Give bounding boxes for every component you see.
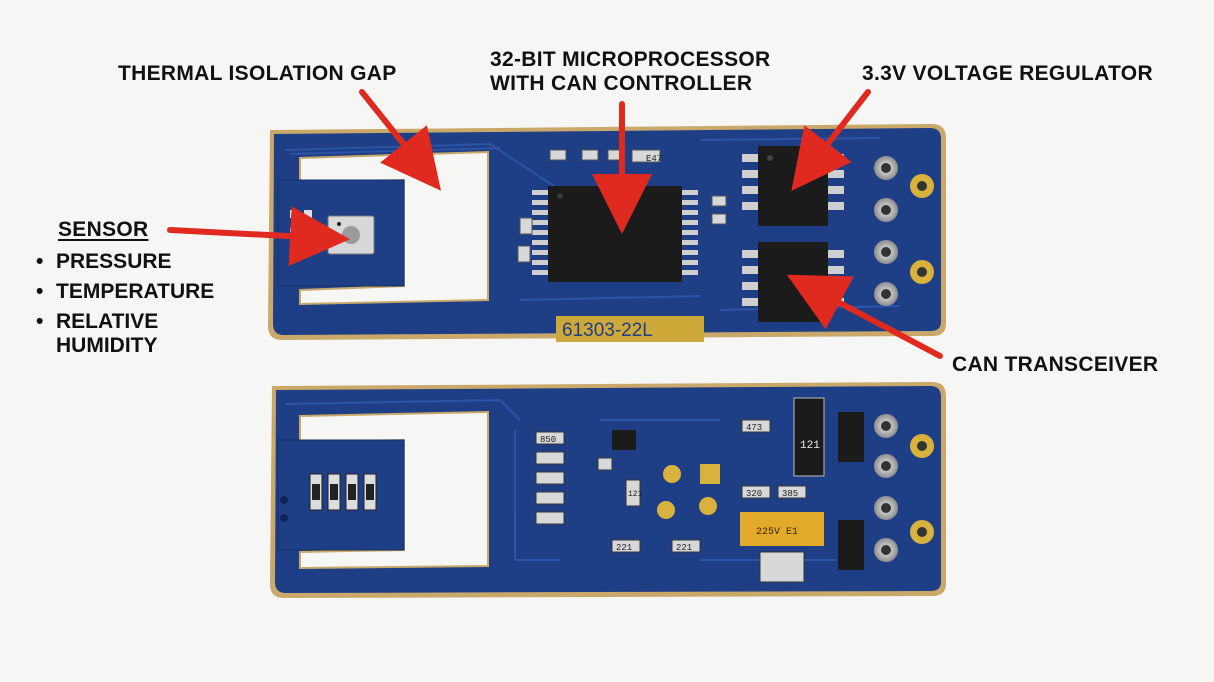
arrow-thermal-gap bbox=[359, 89, 441, 191]
arrow-transceiver bbox=[786, 274, 943, 359]
arrow-sensor bbox=[167, 206, 350, 267]
sensor-item-humidity: RELATIVE HUMIDITY bbox=[36, 310, 186, 358]
board-silkscreen-code: 61303-22L bbox=[562, 320, 653, 341]
resistor-marking-2: 121 bbox=[628, 490, 643, 499]
microprocessor-chip bbox=[532, 186, 698, 282]
label-microprocessor-line2: WITH CAN CONTROLLER bbox=[490, 72, 753, 95]
pcb-bottom-side: 850 121 473 320 385 221 221 121 225V E1 bbox=[270, 382, 946, 598]
chip-code-marking: E47 bbox=[646, 154, 662, 164]
resistor-marking-4: 121 bbox=[800, 440, 820, 452]
resistor-marking-7: 221 bbox=[616, 543, 632, 553]
label-voltage-regulator: 3.3V VOLTAGE REGULATOR bbox=[862, 62, 1153, 85]
label-microprocessor-line1: 32-BIT MICROPROCESSOR bbox=[490, 48, 771, 71]
arrow-regulator bbox=[791, 89, 871, 191]
resistor-marking-8: 221 bbox=[676, 543, 692, 553]
sensor-capabilities-list: PRESSURE TEMPERATURE RELATIVE HUMIDITY bbox=[36, 250, 214, 364]
resistor-marking-3: 473 bbox=[746, 423, 762, 433]
label-can-transceiver: CAN TRANSCEIVER bbox=[952, 353, 1159, 376]
sensor-item-temperature: TEMPERATURE bbox=[36, 280, 214, 304]
label-thermal-isolation-gap: THERMAL ISOLATION GAP bbox=[118, 62, 397, 85]
header-pads-top bbox=[874, 156, 934, 306]
capacitor-marking: 225V E1 bbox=[756, 527, 798, 538]
label-sensor-title: SENSOR bbox=[58, 218, 149, 241]
annotation-arrows bbox=[167, 89, 943, 359]
resistor-marking-6: 385 bbox=[782, 489, 798, 499]
header-pads-bottom bbox=[874, 414, 934, 562]
sensor-item-pressure: PRESSURE bbox=[36, 250, 214, 274]
resistor-marking-5: 320 bbox=[746, 489, 762, 499]
resistor-marking-1: 850 bbox=[540, 435, 556, 445]
pcb-top-side: E47 61303-22L bbox=[268, 124, 946, 342]
